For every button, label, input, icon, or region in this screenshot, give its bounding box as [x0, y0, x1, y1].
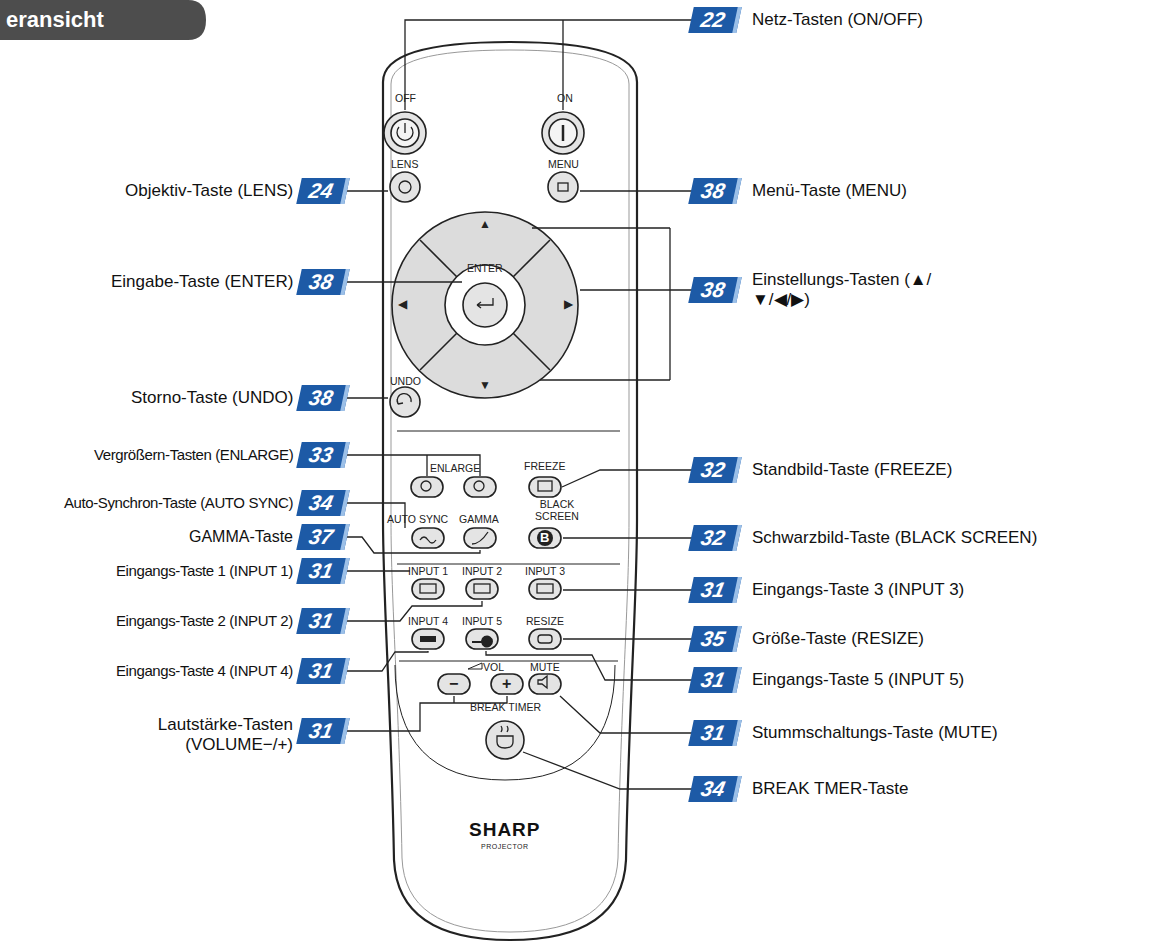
- button-print: INPUT 5: [462, 615, 502, 627]
- callout-number: 31: [296, 608, 350, 634]
- button-print: +: [502, 675, 511, 693]
- button-print: VOL: [483, 661, 504, 673]
- button-print: ▲: [479, 218, 491, 232]
- button-print: MUTE: [530, 661, 560, 673]
- button-print: LENS: [391, 158, 418, 170]
- remote-inner-edge: [391, 50, 629, 932]
- page-title: eransicht: [6, 7, 104, 32]
- callout-number: 31: [688, 720, 742, 746]
- part-name: Größe-Taste (RESIZE): [752, 629, 924, 649]
- part-name: Lautstärke-Tasten (VOLUME−/+): [143, 715, 293, 754]
- callout-number: 31: [296, 558, 350, 584]
- part-name: Eingangs-Taste 2 (INPUT 2): [116, 612, 293, 629]
- part-name: Standbild-Taste (FREEZE): [752, 460, 952, 480]
- callout-number: 24: [296, 178, 350, 204]
- part-name: Vergrößern-Tasten (ENLARGE): [94, 446, 293, 463]
- button-print: −: [449, 675, 458, 693]
- part-name: Netz-Tasten (ON/OFF): [752, 10, 923, 30]
- callout-number: 38: [296, 385, 350, 411]
- button-print: GAMMA: [459, 513, 499, 525]
- button-print: INPUT 4: [408, 615, 448, 627]
- button-print: INPUT 1: [408, 565, 448, 577]
- callout-number: 34: [296, 490, 350, 516]
- button-print: FREEZE: [524, 460, 565, 472]
- button-print: UNDO: [390, 375, 421, 387]
- button-print: ▶: [564, 298, 573, 312]
- part-name: Einstellungs-Tasten (▲/▼/◀/▶): [752, 270, 932, 309]
- button-print: BLACK SCREEN: [529, 498, 585, 522]
- title-tab: [0, 0, 206, 40]
- part-name: Menü-Taste (MENU): [752, 181, 907, 201]
- button-icons: [397, 123, 568, 748]
- button-print: RESIZE: [526, 615, 564, 627]
- buttons: [384, 112, 620, 780]
- part-name: Eingangs-Taste 3 (INPUT 3): [752, 580, 964, 600]
- callout-number: 34: [688, 776, 742, 802]
- button-print: ON: [557, 92, 573, 104]
- part-name: BREAK TMER-Taste: [752, 779, 909, 799]
- callout-number: 22: [688, 7, 742, 33]
- button-print: ◀: [398, 298, 407, 312]
- callout-number: 38: [296, 269, 350, 295]
- part-name: Eingangs-Taste 4 (INPUT 4): [116, 662, 293, 679]
- brand-print: SHARP: [469, 819, 541, 841]
- callout-number: 31: [688, 577, 742, 603]
- callout-number: 33: [296, 442, 350, 468]
- button-print: B: [540, 531, 549, 546]
- callout-number: 35: [688, 626, 742, 652]
- part-name: Schwarzbild-Taste (BLACK SCREEN): [752, 528, 1037, 548]
- part-name: Objektiv-Taste (LENS): [125, 181, 293, 201]
- part-name: Eingabe-Taste (ENTER): [111, 272, 293, 292]
- button-print: ▼: [479, 379, 491, 393]
- leader-lines: [346, 20, 692, 789]
- callout-number: 38: [688, 277, 742, 303]
- callout-number: 31: [296, 718, 350, 744]
- callout-number: 38: [688, 178, 742, 204]
- brand-print: PROJECTOR: [481, 843, 529, 851]
- part-name: Stummschaltungs-Taste (MUTE): [752, 723, 998, 743]
- callout-number: 37: [296, 524, 350, 550]
- callout-number: 32: [688, 525, 742, 551]
- remote-body: [383, 42, 637, 940]
- part-name: Eingangs-Taste 5 (INPUT 5): [752, 670, 964, 690]
- button-print: OFF: [395, 92, 416, 104]
- button-print: ENTER: [467, 262, 503, 274]
- part-name: Eingangs-Taste 1 (INPUT 1): [116, 562, 293, 579]
- button-print: MENU: [548, 158, 579, 170]
- part-name: GAMMA-Taste: [189, 528, 293, 546]
- part-name: Auto-Synchron-Taste (AUTO SYNC): [64, 494, 293, 511]
- button-print: ENLARGE: [430, 462, 480, 474]
- callout-number: 32: [688, 457, 742, 483]
- button-print: INPUT 2: [462, 565, 502, 577]
- callout-number: 31: [296, 658, 350, 684]
- button-print: INPUT 3: [525, 565, 565, 577]
- callout-number: 31: [688, 667, 742, 693]
- part-name: Storno-Taste (UNDO): [131, 388, 293, 408]
- button-print: AUTO SYNC: [387, 513, 448, 525]
- button-print: BREAK TIMER: [470, 701, 541, 713]
